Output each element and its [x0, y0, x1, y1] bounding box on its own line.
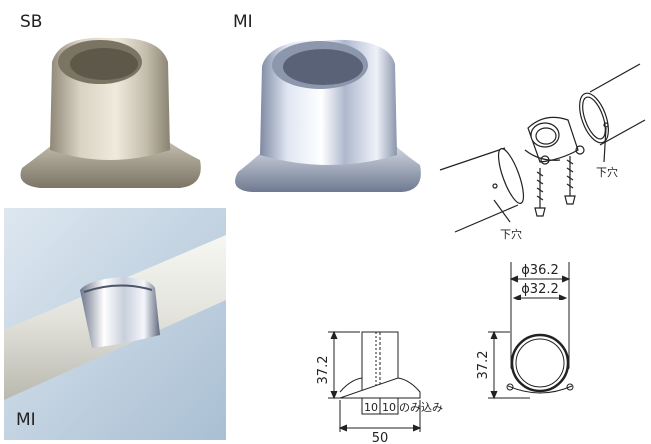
label-sb: SB [20, 12, 43, 32]
hole-label-right: 下穴 [596, 165, 618, 179]
front-width-dim: 50 [372, 431, 389, 444]
front-height-dim: 37.2 [316, 356, 331, 385]
side-height-dim: 37.2 [476, 351, 491, 380]
front-inset-right: 10 [382, 401, 396, 414]
front-inset-note: のみ込み [399, 401, 443, 414]
label-mi-top: MI [233, 12, 253, 32]
inner-diameter-dim: ϕ32.2 [521, 282, 559, 297]
hole-label-left: 下穴 [500, 227, 522, 241]
outer-diameter-dim: ϕ36.2 [521, 263, 559, 278]
front-inset-left: 10 [364, 401, 378, 414]
label-mi-bottom: MI [16, 410, 36, 430]
